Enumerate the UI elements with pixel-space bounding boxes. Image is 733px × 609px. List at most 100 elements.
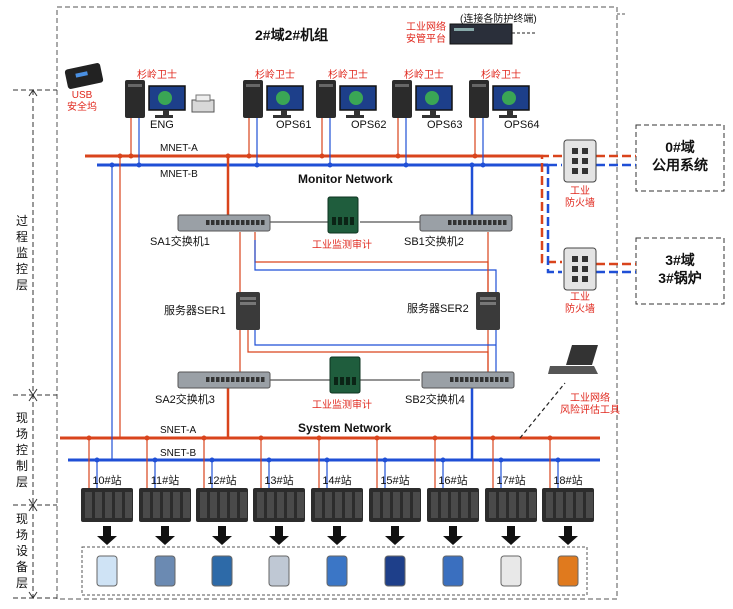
switch-port	[246, 377, 250, 382]
firewall-port	[572, 256, 578, 262]
switch-port	[256, 377, 260, 382]
down-arrow-head	[155, 536, 175, 545]
switch-port	[480, 377, 484, 382]
node-a	[319, 153, 325, 159]
domain-boundary	[56, 6, 618, 600]
switch-sa1-label: SA1交换机1	[150, 234, 210, 248]
station-module	[95, 492, 102, 518]
station-module	[441, 492, 448, 518]
pc-drive	[246, 84, 260, 87]
pc-tower	[125, 80, 145, 118]
station-17	[485, 488, 537, 522]
audit-device-2	[329, 356, 361, 394]
pc-tower	[392, 80, 412, 118]
station-module	[471, 492, 478, 518]
station-10	[81, 488, 133, 522]
node-a	[144, 435, 150, 441]
station-module	[566, 492, 573, 518]
down-arrow-shaft	[161, 526, 169, 536]
printer-paper	[195, 94, 211, 102]
workstation-ops64	[469, 80, 530, 118]
switch-port	[211, 220, 215, 225]
audit-port	[344, 217, 348, 225]
switch-port	[231, 377, 235, 382]
pc-stand	[281, 110, 287, 115]
usb-dock-led	[75, 71, 88, 78]
switch-port	[500, 377, 504, 382]
firewall-port	[582, 148, 588, 154]
station-module	[373, 492, 380, 518]
down-arrow-head	[558, 536, 578, 545]
switch-port	[475, 377, 479, 382]
pc-stand	[163, 110, 169, 115]
pc-base	[346, 115, 364, 118]
station-module	[153, 492, 160, 518]
node-b	[480, 162, 486, 168]
field-device-icon	[211, 555, 233, 587]
down-arrow-head	[97, 536, 117, 545]
station-module	[297, 492, 304, 518]
station-module	[355, 492, 362, 518]
station-module	[489, 492, 496, 518]
station-module	[451, 492, 458, 518]
bus-node	[109, 162, 115, 168]
zone3-box	[635, 237, 725, 305]
node-b	[498, 457, 504, 463]
station-14	[311, 488, 363, 522]
station-module	[461, 492, 468, 518]
field-device-icon	[96, 555, 118, 587]
station-label: 13#站	[264, 473, 293, 487]
station-module	[529, 492, 536, 518]
switch-port	[458, 220, 462, 225]
pc-drive	[395, 84, 409, 87]
switch-port	[241, 377, 245, 382]
pc-base	[422, 115, 440, 118]
station-module	[383, 492, 390, 518]
field-device-icon	[500, 555, 522, 587]
server-body	[476, 292, 500, 330]
switch-port	[478, 220, 482, 225]
station-module	[210, 492, 217, 518]
station-module	[230, 492, 237, 518]
switch-port	[460, 377, 464, 382]
node-b	[327, 162, 333, 168]
station-module	[345, 492, 352, 518]
snet-b-label: SNET-B	[160, 448, 196, 459]
node-a	[316, 435, 322, 441]
field-device-icon	[154, 555, 176, 587]
pc-screen-graphic	[502, 91, 516, 105]
bus-node	[469, 162, 475, 168]
station-label: 15#站	[380, 473, 409, 487]
down-arrow-shaft	[507, 526, 515, 536]
station-13	[253, 488, 305, 522]
station-module	[509, 492, 516, 518]
audit-port	[346, 377, 350, 385]
switch-sb2	[421, 371, 515, 389]
station-18	[542, 488, 594, 522]
audit-port	[350, 217, 354, 225]
firewall-port	[572, 148, 578, 154]
switch-port	[498, 220, 502, 225]
station-label: 18#站	[553, 473, 582, 487]
down-arrow-shaft	[391, 526, 399, 536]
station-label: 14#站	[322, 473, 351, 487]
switch-port	[251, 220, 255, 225]
down-arrow-shaft	[564, 526, 572, 536]
firewall-2	[563, 247, 597, 291]
firewall-body	[563, 139, 597, 183]
audit-port	[338, 217, 342, 225]
switch-port	[261, 377, 265, 382]
switch-port	[490, 377, 494, 382]
layer-process-label: 过程监控层	[16, 214, 28, 292]
node-a	[246, 153, 252, 159]
system-network-buses	[60, 436, 600, 462]
switch-port	[221, 220, 225, 225]
guard-label: 杉岭卫士	[255, 68, 295, 81]
node-b	[403, 162, 409, 168]
switch-port	[256, 220, 260, 225]
station-label: 10#站	[92, 473, 121, 487]
server-bay	[240, 297, 256, 300]
station-module	[287, 492, 294, 518]
station-module	[143, 492, 150, 518]
station-module	[576, 492, 583, 518]
